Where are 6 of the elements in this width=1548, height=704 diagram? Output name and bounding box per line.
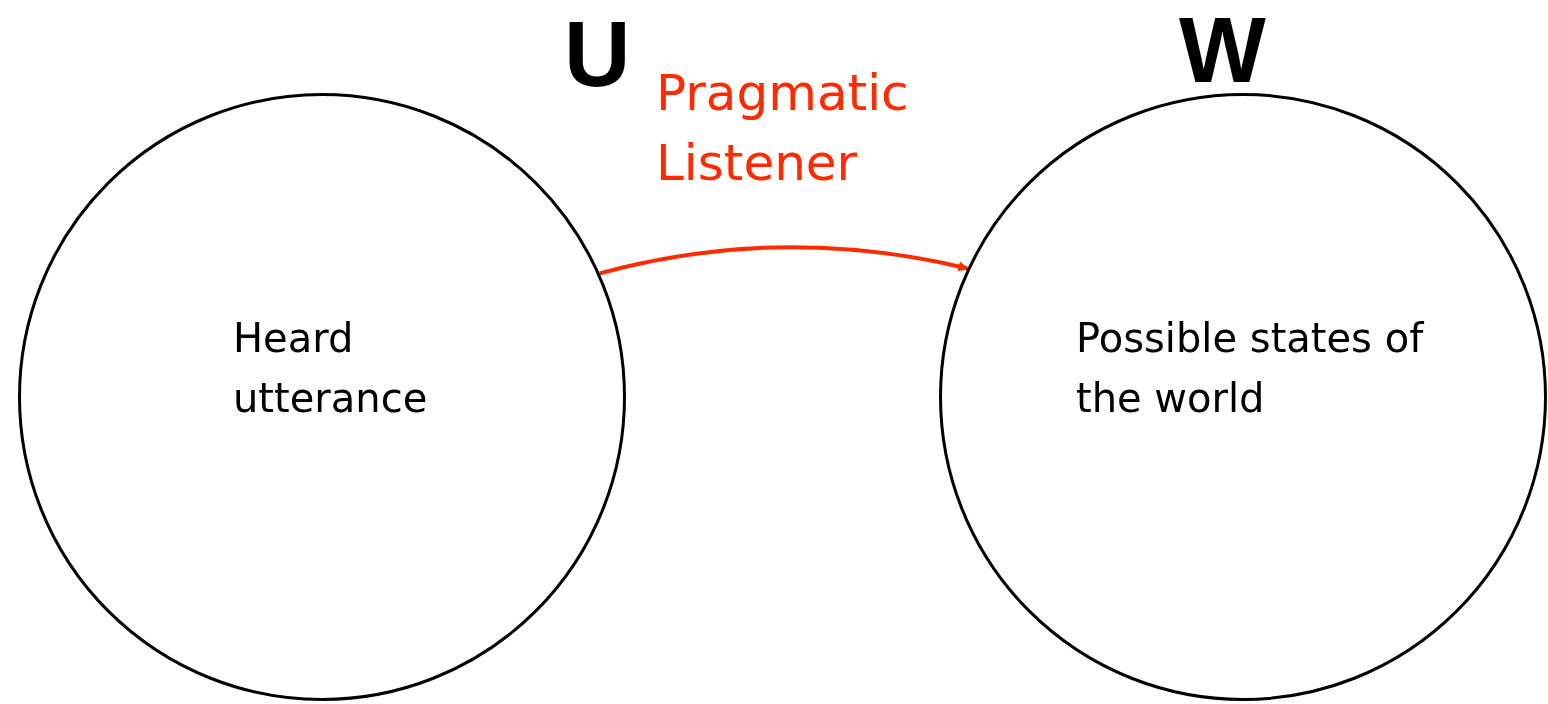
circle-text: Possible states of the world (1076, 314, 1425, 423)
circle-heading: W (1179, 4, 1266, 96)
circle-text: Heard utterance (233, 314, 429, 423)
edge-label: Pragmatic Listener (656, 63, 910, 194)
circle-heading: U (564, 8, 631, 100)
arrow (599, 245, 969, 276)
